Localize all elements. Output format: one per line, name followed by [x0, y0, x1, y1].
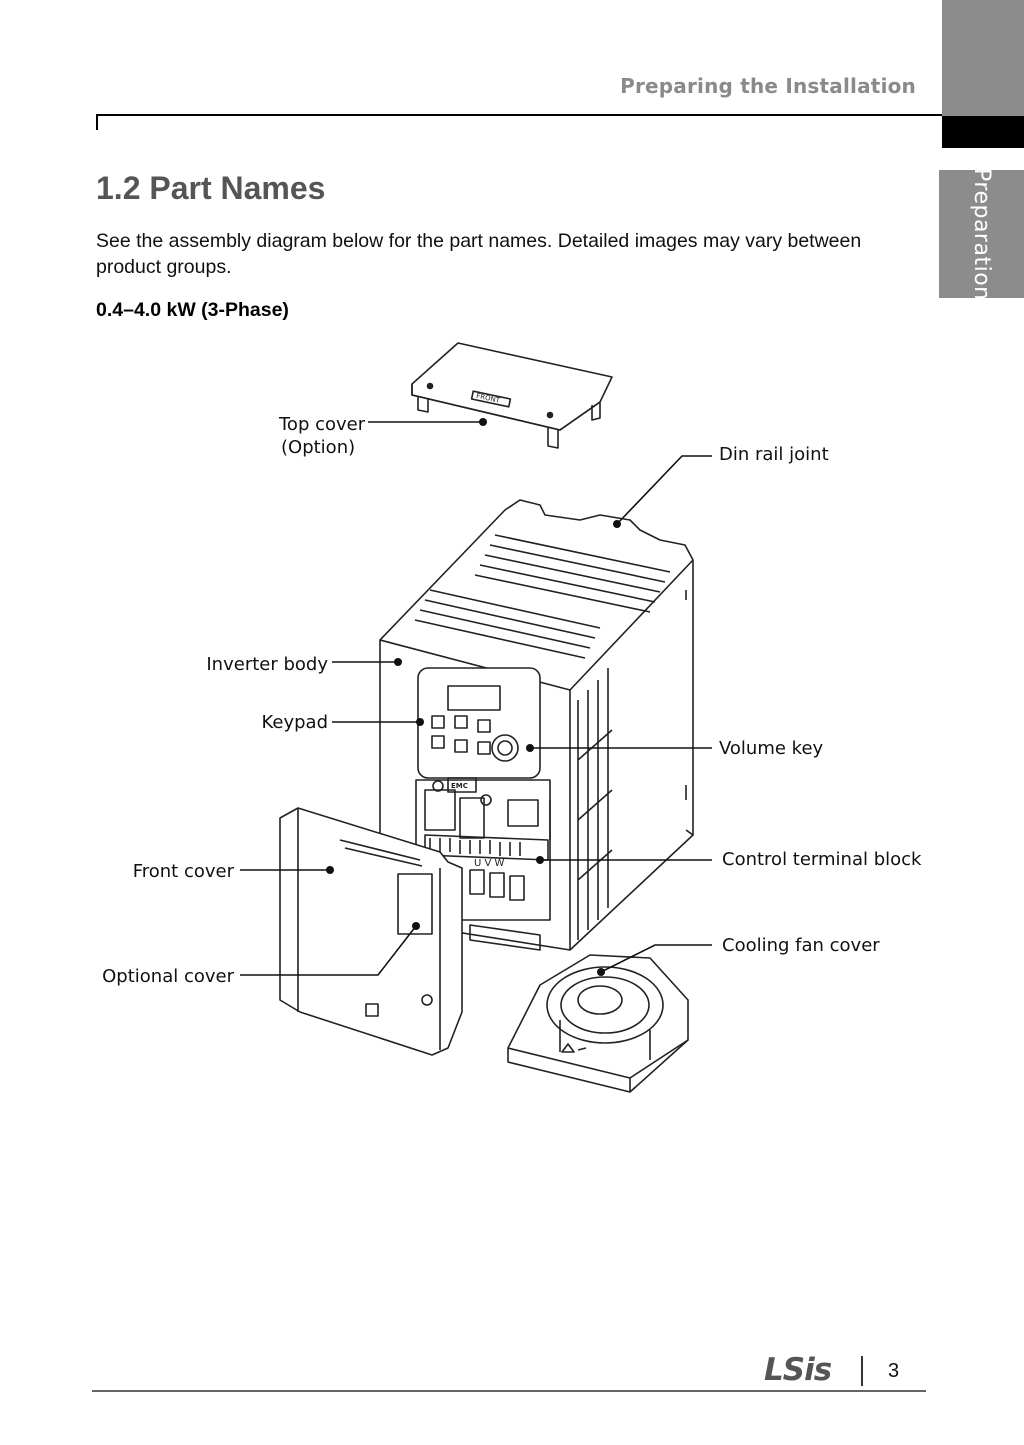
label-top-cover-option: (Option)	[281, 437, 356, 458]
intro-paragraph: See the assembly diagram below for the p…	[96, 230, 862, 278]
running-header: Preparing the Installation	[620, 74, 916, 98]
label-din-rail-joint: Din rail joint	[719, 444, 829, 465]
brand-logo: LSis	[764, 1352, 832, 1388]
terminal-marking: U V W	[474, 858, 505, 869]
label-inverter-body: Inverter body	[206, 654, 328, 675]
label-control-terminal-block: Control terminal block	[722, 849, 922, 870]
label-top-cover: Top cover	[279, 414, 366, 435]
thumb-tab-top	[942, 0, 1024, 116]
header-tick	[96, 114, 98, 130]
label-optional-cover: Optional cover	[102, 966, 234, 987]
label-keypad: Keypad	[261, 712, 328, 733]
emc-tag-marking: EMC	[451, 782, 468, 790]
footer-rule	[92, 1390, 926, 1392]
section-title: 1.2 Part Names	[96, 170, 326, 206]
chapter-tab-label: Preparation	[969, 167, 994, 301]
chapter-tab: Preparation	[939, 167, 1024, 301]
cooling-fan-cover-illustration	[507, 954, 689, 1093]
page-number: 3	[888, 1360, 900, 1382]
footer-separator	[861, 1356, 863, 1386]
thumb-tab-marker	[942, 116, 1024, 148]
header-rule	[96, 114, 954, 116]
power-range-subhead: 0.4–4.0 kW (3-Phase)	[96, 299, 289, 321]
label-front-cover: Front cover	[132, 861, 234, 882]
label-cooling-fan-cover: Cooling fan cover	[722, 935, 880, 956]
label-volume-key: Volume key	[719, 738, 824, 759]
top-cover-illustration	[411, 342, 613, 449]
